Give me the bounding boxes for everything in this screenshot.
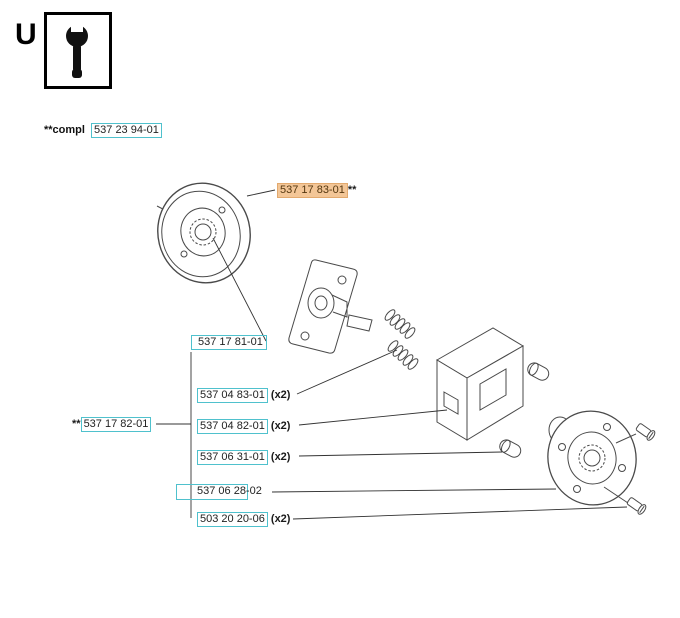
leader-lines xyxy=(156,189,628,520)
clutch-drum xyxy=(156,182,251,284)
part-label-537-06-28-02: 537 06 28-02 xyxy=(176,484,262,500)
quantity-suffix: (x2) xyxy=(267,513,291,525)
part-label-537-17-81-01: 537 17 81-01 xyxy=(191,335,267,350)
tool-icon-box[interactable] xyxy=(44,12,112,89)
part-number[interactable]: 537 17 81-01 xyxy=(191,335,267,350)
compl-row: **compl 537 23 94-01 xyxy=(44,123,162,138)
flange-disc xyxy=(547,410,637,506)
section-letter: U xyxy=(15,18,37,51)
mounting-bracket xyxy=(288,259,373,354)
part-label-503-20-20-06: 503 20 20-06 (x2) xyxy=(197,512,290,527)
part-label-537-17-82-01: **537 17 82-01 xyxy=(72,417,152,432)
part-label-537-17-83-01: 537 17 83-01** xyxy=(277,183,356,198)
screw-1 xyxy=(635,423,656,441)
screw-2 xyxy=(626,497,647,515)
spring-2 xyxy=(387,340,419,370)
part-label-537-04-83-01: 537 04 83-01 (x2) xyxy=(197,388,290,403)
part-number[interactable]: 503 20 20-06 xyxy=(197,512,268,527)
part-label-537-04-82-01: 537 04 82-01 (x2) xyxy=(197,419,290,434)
spring-1 xyxy=(384,309,416,339)
compl-part-number[interactable]: 537 23 94-01 xyxy=(91,123,162,138)
footnote-marker: ** xyxy=(72,418,81,430)
part-number[interactable]: 537 17 82-01 xyxy=(80,417,152,432)
compl-prefix: **compl xyxy=(44,124,85,136)
quantity-suffix: (x2) xyxy=(267,389,291,401)
part-label-537-06-31-01: 537 06 31-01 (x2) xyxy=(197,450,290,465)
part-number[interactable]: 537 17 83-01 xyxy=(277,183,348,198)
quantity-suffix: (x2) xyxy=(267,420,291,432)
wrench-icon xyxy=(66,19,88,78)
part-number[interactable]: 537 06 31-01 xyxy=(197,450,268,465)
part-number[interactable]: 537 04 83-01 xyxy=(197,388,268,403)
part-number[interactable]: 537 06 28-02 xyxy=(197,485,262,497)
highlight-box xyxy=(176,484,248,500)
roller-pin-2 xyxy=(499,439,522,458)
part-number[interactable]: 537 04 82-01 xyxy=(197,419,268,434)
quantity-suffix: (x2) xyxy=(267,451,291,463)
roller-pin-1 xyxy=(527,362,550,381)
footnote-marker: ** xyxy=(347,184,357,196)
carrier-block xyxy=(436,327,524,441)
